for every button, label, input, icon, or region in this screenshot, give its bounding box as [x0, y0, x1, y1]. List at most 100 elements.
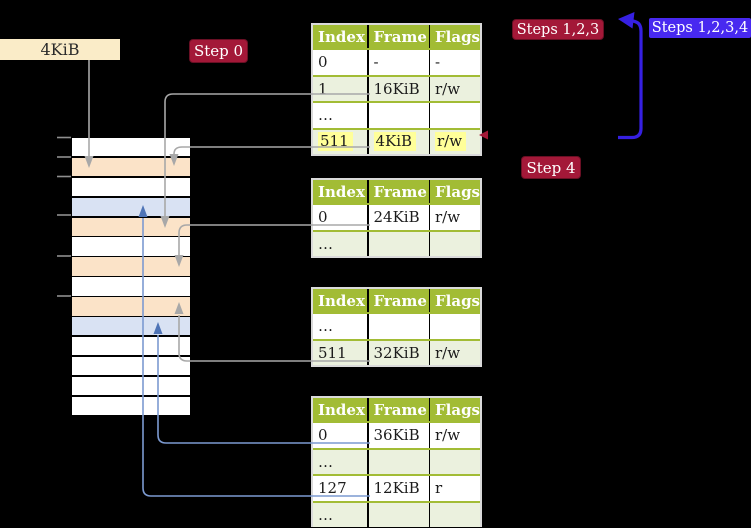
table-cell: 0	[313, 205, 367, 230]
table-cell: …	[313, 314, 367, 339]
table-cell	[430, 502, 480, 527]
table-row: …	[313, 103, 480, 130]
table-cell: 0	[313, 423, 367, 448]
cell-value: 511	[318, 132, 353, 152]
step0-badge: Step 0	[189, 39, 248, 63]
table-cell: r/w	[430, 76, 480, 101]
memory-frame-cell-14	[72, 396, 190, 415]
memory-frame-cell-4	[72, 197, 190, 217]
cell-value: r/w	[435, 426, 461, 445]
table-cell: r	[430, 476, 480, 501]
table-row: 1 16KiB r/w	[313, 76, 480, 103]
table-row: 511 4KiB r/w	[313, 129, 480, 154]
steps1234-badge: Steps 1,2,3,4	[649, 18, 751, 38]
table-cell: 12KiB	[368, 476, 429, 501]
table-cell: 32KiB	[368, 340, 429, 365]
table-cell: r/w	[430, 340, 480, 365]
cell-value: 24KiB	[373, 208, 420, 227]
table-cell: 511	[313, 340, 367, 365]
cell-value: r/w	[435, 79, 461, 98]
memory-frame-cell-2	[72, 157, 190, 177]
table-cell: 511	[313, 129, 367, 154]
column-header: Flags	[430, 289, 480, 312]
memory-frame-cell-5	[72, 217, 190, 236]
memory-frame-cell-7	[72, 257, 190, 276]
table-row: 0 36KiB r/w	[313, 423, 480, 450]
cell-value: 511	[318, 343, 347, 362]
table-row: 0 - -	[313, 50, 480, 77]
memory-frame-cell-3	[72, 177, 190, 197]
table-cell: …	[313, 449, 367, 474]
table-cell: 1	[313, 76, 367, 101]
memory-frame-cell-13	[72, 376, 190, 396]
cell-value: 36KiB	[373, 426, 420, 445]
table-row: …	[313, 449, 480, 476]
steps123-badge: Steps 1,2,3	[512, 19, 604, 40]
memory-frame-cell-10	[72, 317, 190, 336]
memory-frame-cell-12	[72, 356, 190, 376]
table-cell: 0	[313, 50, 367, 75]
table-cell: r/w	[430, 205, 480, 230]
table-row: …	[313, 231, 480, 256]
cell-value: …	[318, 317, 333, 336]
memory-frame-cell-8	[72, 277, 190, 296]
cell-value: 0	[318, 53, 328, 72]
physical-memory-column	[72, 138, 190, 415]
column-header: Frame	[368, 180, 429, 203]
steps-loop-arrowhead-icon	[618, 12, 635, 29]
cell-value: 127	[318, 479, 347, 498]
cell-value: …	[318, 106, 333, 125]
column-header: Frame	[368, 398, 429, 421]
table-row: 511 32KiB r/w	[313, 340, 480, 365]
column-header: Index	[313, 398, 367, 421]
table-cell: …	[313, 103, 367, 128]
column-header: Flags	[430, 180, 480, 203]
table-cell: -	[368, 50, 429, 75]
column-header: Frame	[368, 289, 429, 312]
cell-value: 0	[318, 426, 328, 445]
memory-frame-cell-6	[72, 237, 190, 256]
cell-value: -	[373, 53, 379, 72]
cell-value: r/w	[435, 343, 461, 362]
table-cell: -	[430, 50, 480, 75]
table-cell: 127	[313, 476, 367, 501]
table-cell: 16KiB	[368, 76, 429, 101]
cell-value: 4KiB	[373, 132, 417, 152]
table-cell: …	[313, 231, 367, 256]
table-cell	[430, 314, 480, 339]
cell-value: r/w	[435, 132, 467, 152]
cell-value: …	[318, 452, 333, 471]
table-cell: r/w	[430, 423, 480, 448]
cell-value: …	[318, 505, 333, 524]
table-cell: …	[313, 502, 367, 527]
table-cell: 4KiB	[368, 129, 429, 154]
column-header: Flags	[430, 25, 480, 48]
table-cell	[368, 103, 429, 128]
table-row: …	[313, 502, 480, 527]
step4-badge: Step 4	[521, 156, 581, 179]
table-cell	[368, 314, 429, 339]
table-cell	[430, 103, 480, 128]
cell-value: 1	[318, 79, 328, 98]
memory-frame-cell-11	[72, 336, 190, 356]
table-cell: 24KiB	[368, 205, 429, 230]
cell-value: -	[435, 53, 441, 72]
cell-value: 0	[318, 208, 328, 227]
table-cell: r/w	[430, 129, 480, 154]
table-row: …	[313, 314, 480, 341]
column-header: Frame	[368, 25, 429, 48]
column-header: Index	[313, 289, 367, 312]
table-cell	[368, 502, 429, 527]
table-cell	[368, 231, 429, 256]
cell-value: 32KiB	[373, 343, 420, 362]
cell-value: …	[318, 234, 333, 253]
